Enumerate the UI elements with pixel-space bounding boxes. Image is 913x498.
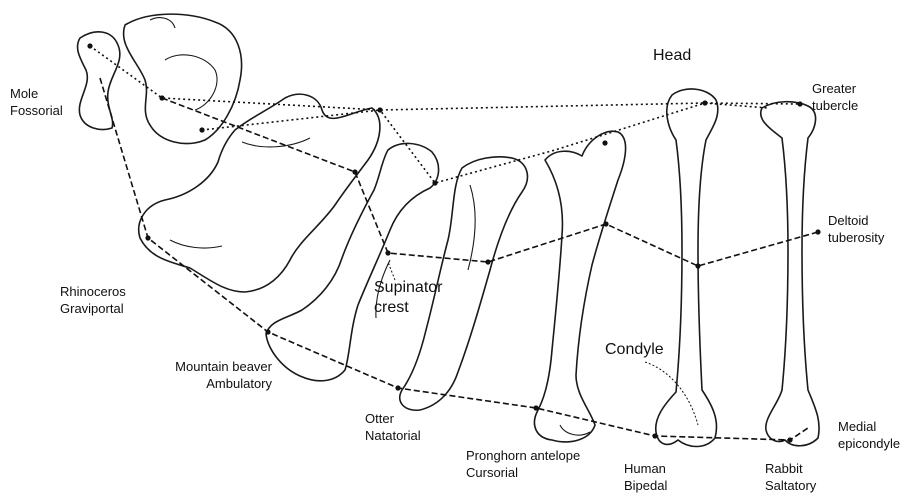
human-humerus [656, 89, 718, 447]
label-pronghorn: Pronghorn antelope Cursorial [466, 447, 580, 481]
mole-humerus [78, 14, 242, 143]
rabbit-humerus [761, 102, 819, 446]
pronghorn-humerus [534, 131, 625, 442]
label-rabbit: Rabbit Saltatory [765, 460, 816, 494]
label-human: Human Bipedal [624, 460, 667, 494]
label-rhinoceros: Rhinoceros Graviportal [60, 283, 126, 317]
label-head: Head [653, 46, 691, 66]
label-condyle: Condyle [605, 340, 664, 360]
label-mountain-beaver: Mountain beaver Ambulatory [160, 358, 272, 392]
label-mole: Mole Fossorial [10, 85, 63, 119]
label-supinator-crest: Supinator crest [374, 278, 443, 318]
label-deltoid-tuberosity: Deltoid tuberosity [828, 212, 884, 246]
label-medial-epicondyle: Medial epicondyle [838, 418, 900, 452]
label-otter: Otter Natatorial [365, 410, 421, 444]
label-greater-tubercle: Greater tubercle [812, 80, 858, 114]
